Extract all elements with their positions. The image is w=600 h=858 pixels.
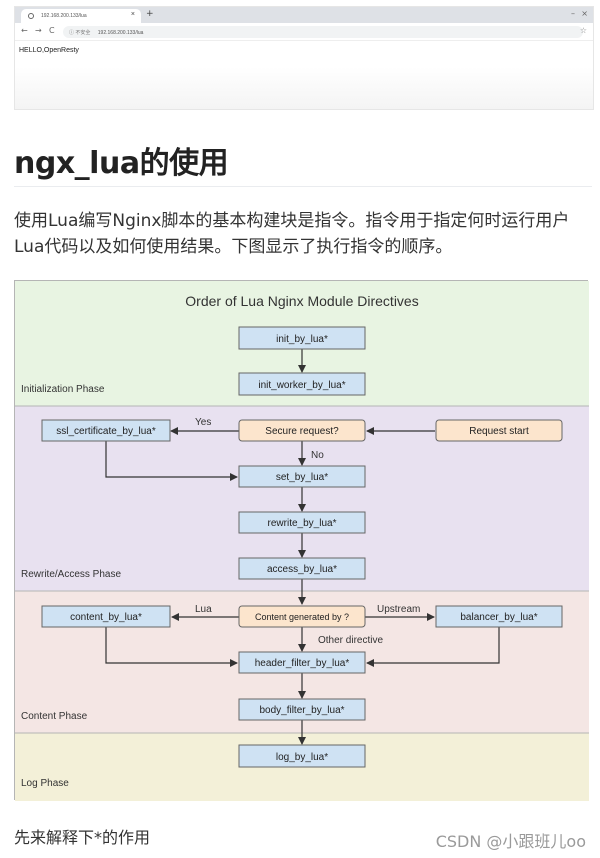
phase-label-log: Log Phase: [21, 778, 69, 789]
edge-content-to-header-filter: [105, 627, 238, 667]
node-rewrite-by-lua: [238, 511, 366, 534]
node-balancer-by-lua: [435, 605, 563, 628]
phase-label-initialization: Initialization Phase: [21, 384, 105, 395]
node-request-start: [435, 419, 563, 442]
node-secure-request: [238, 419, 366, 442]
window-close-icon[interactable]: ×: [581, 9, 588, 18]
title-divider: [14, 186, 592, 187]
close-tab-icon[interactable]: ×: [130, 11, 135, 18]
edge-label-upstream: Upstream: [377, 604, 420, 615]
browser-screenshot: 192.168.200.133/lua × + – × ← → C ⓘ 不安全 …: [14, 6, 594, 110]
edge-label-other-directive: Other directive: [318, 635, 383, 646]
forward-icon[interactable]: →: [35, 26, 42, 35]
url-text: 192.168.200.133/lua: [97, 30, 144, 36]
node-label-content-by-lua: content_by_lua*: [70, 612, 142, 623]
node-label-init-by-lua: init_by_lua*: [276, 334, 328, 345]
node-label-body-filter-by-lua: body_filter_by_lua*: [259, 705, 344, 716]
reload-icon[interactable]: C: [49, 26, 55, 35]
node-log-by-lua: [238, 744, 366, 768]
node-ssl-certificate-by-lua: [41, 419, 171, 442]
edge-ssl-to-set: [105, 441, 238, 481]
node-label-log-by-lua: log_by_lua*: [276, 752, 328, 763]
phase-label-content: Content Phase: [21, 711, 88, 722]
bookmark-star-icon[interactable]: ☆: [579, 26, 587, 35]
security-indicator[interactable]: ⓘ 不安全: [69, 30, 91, 36]
node-label-init-worker-by-lua: init_worker_by_lua*: [258, 380, 345, 391]
node-label-rewrite-by-lua: rewrite_by_lua*: [268, 518, 337, 529]
node-body-filter-by-lua: [238, 698, 366, 721]
new-tab-icon[interactable]: +: [146, 9, 154, 19]
phase-label-rewrite-access: Rewrite/Access Phase: [21, 569, 121, 580]
edge-label-yes: Yes: [195, 417, 211, 428]
node-label-request-start: Request start: [469, 426, 529, 437]
node-content-generated-by: [238, 605, 366, 628]
node-label-secure-request: Secure request?: [265, 426, 339, 437]
node-content-by-lua: [41, 605, 171, 628]
node-set-by-lua: [238, 465, 366, 488]
node-label-set-by-lua: set_by_lua*: [276, 472, 328, 483]
node-label-content-generated-by: Content generated by ?: [255, 612, 349, 622]
node-label-balancer-by-lua: balancer_by_lua*: [460, 612, 537, 623]
minimize-icon[interactable]: –: [571, 9, 575, 18]
edge-label-no: No: [311, 450, 324, 461]
edge-label-lua: Lua: [195, 604, 212, 615]
section-text: 先来解释下*的作用: [14, 828, 151, 847]
node-label-ssl-certificate-by-lua: ssl_certificate_by_lua*: [56, 426, 156, 437]
tab-strip: 192.168.200.133/lua × + – ×: [15, 7, 593, 23]
back-icon[interactable]: ←: [21, 26, 28, 35]
browser-tab[interactable]: 192.168.200.133/lua ×: [21, 9, 141, 23]
edge-balancer-to-header-filter: [366, 627, 500, 667]
node-label-header-filter-by-lua: header_filter_by_lua*: [255, 658, 350, 669]
intro-paragraph: 使用Lua编写Nginx脚本的基本构建块是指令。指令用于指定何时运行用户Lua代…: [14, 211, 570, 257]
tab-title: 192.168.200.133/lua: [41, 13, 87, 19]
node-access-by-lua: [238, 557, 366, 580]
page-background: [15, 67, 593, 109]
url-input[interactable]: ⓘ 不安全 192.168.200.133/lua: [63, 26, 583, 38]
globe-icon: [28, 13, 34, 19]
address-bar-row: ← → C ⓘ 不安全 192.168.200.133/lua ☆: [15, 23, 593, 41]
node-init-by-lua: [238, 326, 366, 350]
node-init-worker-by-lua: [238, 372, 366, 396]
directive-order-diagram: Order of Lua Nginx Module Directives Ini…: [14, 280, 589, 801]
csdn-watermark: CSDN @小跟班儿oo: [435, 832, 586, 851]
article-title: ngx_lua的使用: [14, 146, 229, 181]
page-body-text: HELLO,OpenResty: [19, 47, 79, 54]
node-header-filter-by-lua: [238, 651, 366, 674]
node-label-access-by-lua: access_by_lua*: [267, 564, 337, 575]
diagram-title: Order of Lua Nginx Module Directives: [185, 293, 418, 309]
